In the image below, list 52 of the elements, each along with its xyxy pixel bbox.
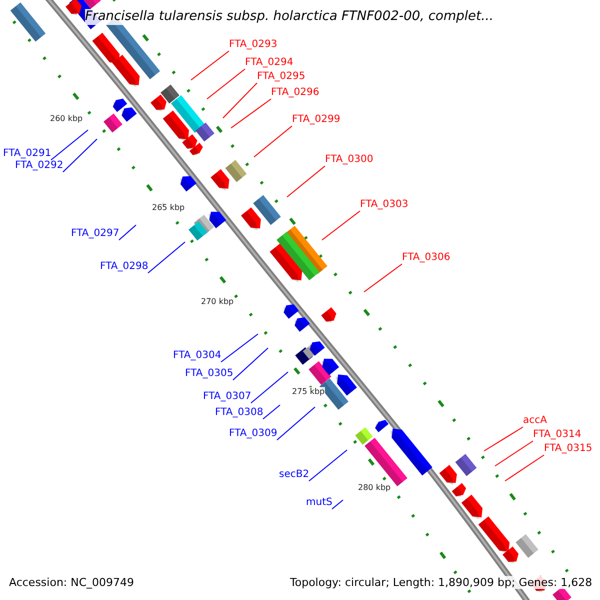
leader-line <box>206 68 246 100</box>
gene-label: FTA_0307 <box>203 391 252 403</box>
leader-line <box>222 82 258 118</box>
leader-line <box>332 500 344 510</box>
gene-label: FTA_0315 <box>544 443 592 455</box>
gene-label: FTA_0305 <box>185 368 234 380</box>
leader-line <box>230 98 272 128</box>
gene-label: FTA_0295 <box>257 71 306 83</box>
tick-label: 275 kbp <box>292 387 325 397</box>
leader-line <box>322 210 360 240</box>
gene-label: FTA_0304 <box>173 350 222 362</box>
gene-label: FTA_0314 <box>533 429 582 441</box>
tick-label: 270 kbp <box>201 297 234 307</box>
gene-label: FTA_0300 <box>325 154 374 166</box>
leader-line <box>220 334 258 362</box>
gene-label: FTA_0298 <box>100 261 148 273</box>
leader-line <box>50 130 88 160</box>
gene-label: FTA_0297 <box>71 228 120 240</box>
gene-label: mutS <box>306 497 332 509</box>
leader-line <box>276 406 316 440</box>
gene-label: FTA_0303 <box>360 199 408 211</box>
leader-line <box>504 454 544 482</box>
leader-line <box>494 440 534 466</box>
tick-label: 265 kbp <box>152 203 185 213</box>
gene-label: accA <box>523 415 547 427</box>
tick-label: 280 kbp <box>358 483 391 493</box>
genome-summary-text: Topology: circular; Length: 1,890,909 bp; Genes: 1,628 <box>290 576 592 589</box>
tick-label: 260 kbp <box>50 114 83 124</box>
leader-line <box>250 372 288 404</box>
map-title: Francisella tularensis subsp. holarctica FTNF002-00, complet... <box>85 9 494 25</box>
gene-label: secB2 <box>279 469 310 481</box>
leader-line <box>232 348 268 380</box>
leader-line <box>364 264 402 292</box>
gene-label: FTA_0293 <box>229 39 278 51</box>
gene-label: FTA_0306 <box>402 252 450 264</box>
leader-line <box>262 404 280 420</box>
leader-line <box>286 166 326 198</box>
gene-label: FTA_0309 <box>229 428 278 440</box>
leader-line <box>308 450 348 482</box>
gene-label: FTA_0308 <box>215 407 264 419</box>
leader-line <box>484 426 524 452</box>
gene-label: FTA_0299 <box>292 114 340 126</box>
gene-label: FTA_0292 <box>15 160 64 172</box>
accession-text: Accession: NC_009749 <box>9 576 134 589</box>
leader-line <box>254 126 292 158</box>
gene-label: FTA_0291 <box>3 148 52 160</box>
gene-label: FTA_0296 <box>271 87 320 99</box>
gene-label: FTA_0294 <box>245 57 294 69</box>
leader-line <box>62 138 98 172</box>
leader-line <box>118 224 136 240</box>
leader-line <box>190 50 230 80</box>
leader-line <box>148 242 186 274</box>
